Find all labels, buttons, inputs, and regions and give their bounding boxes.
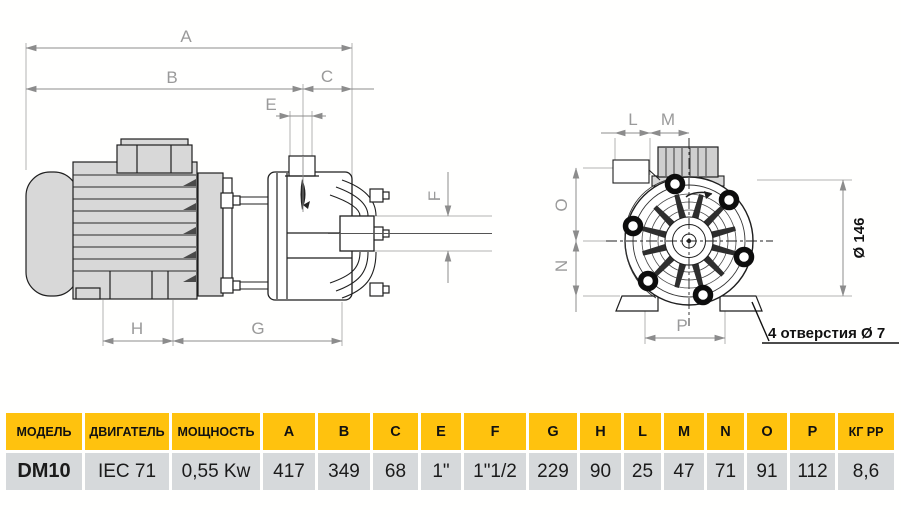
front-dimension-lines <box>572 129 847 342</box>
cell-dim-o: 91 <box>747 453 787 490</box>
holes-note: 4 отверстия Ø 7 <box>751 301 899 344</box>
dim-label-f: F <box>425 191 444 201</box>
header-dim-f: F <box>464 413 526 450</box>
cell-dim-f: 1"1/2 <box>464 453 526 490</box>
header-dim-e: E <box>421 413 461 450</box>
dim-label-c: C <box>321 67 333 86</box>
header-dim-g: G <box>529 413 577 450</box>
header-dim-a: A <box>263 413 315 450</box>
holes-note-text: 4 отверстия Ø 7 <box>768 325 885 342</box>
cell-dim-p: 112 <box>790 453 835 490</box>
cell-dim-n: 71 <box>707 453 744 490</box>
header-power: МОЩНОСТЬ <box>172 413 260 450</box>
flange-bolts <box>622 173 755 306</box>
side-dimension-lines <box>25 44 452 345</box>
centerlines <box>606 138 773 326</box>
dim-label-p: P <box>676 316 687 335</box>
dim-label-e: E <box>265 95 276 114</box>
header-dim-o: O <box>747 413 787 450</box>
cell-model: DM10 <box>6 453 82 490</box>
header-dim-b: B <box>318 413 370 450</box>
header-motor: ДВИГАТЕЛЬ <box>85 413 169 450</box>
spec-value-row: DM10 IEC 71 0,55 Kw 417 349 68 1" 1"1/2 … <box>6 453 894 490</box>
side-view: A B C E F H G <box>25 27 492 346</box>
cell-dim-c: 68 <box>373 453 418 490</box>
dim-label-g: G <box>251 319 264 338</box>
header-dim-c: C <box>373 413 418 450</box>
dim-label-h: H <box>131 319 143 338</box>
header-dim-l: L <box>624 413 661 450</box>
side-pump-body <box>25 138 390 301</box>
diameter-146-label: Ø 146 <box>851 218 868 259</box>
dim-label-m: M <box>661 110 675 129</box>
spec-header-row: МОДЕЛЬ ДВИГАТЕЛЬ МОЩНОСТЬ A B C E F G H … <box>6 413 894 450</box>
dim-label-o: O <box>552 198 571 211</box>
cell-dim-h: 90 <box>580 453 621 490</box>
cell-dim-g: 229 <box>529 453 577 490</box>
dim-label-l: L <box>628 110 637 129</box>
header-model: МОДЕЛЬ <box>6 413 82 450</box>
technical-drawing: A B C E F H G <box>25 27 899 346</box>
front-view: L M O N P Ø 146 <box>552 110 899 344</box>
dim-label-n: N <box>552 260 571 272</box>
dim-label-b: B <box>166 68 177 87</box>
cell-dim-m: 47 <box>664 453 704 490</box>
cell-motor: IEC 71 <box>85 453 169 490</box>
cell-dim-l: 25 <box>624 453 661 490</box>
front-pump-body <box>612 146 763 312</box>
header-dim-n: N <box>707 413 744 450</box>
header-dim-m: M <box>664 413 704 450</box>
cell-dim-a: 417 <box>263 453 315 490</box>
header-dim-h: H <box>580 413 621 450</box>
cell-power: 0,55 Kw <box>172 453 260 490</box>
cell-weight: 8,6 <box>838 453 894 490</box>
dim-label-a: A <box>180 27 192 46</box>
side-extension-lines <box>25 43 492 346</box>
header-weight: КГ РР <box>838 413 894 450</box>
cell-dim-b: 349 <box>318 453 370 490</box>
header-dim-p: P <box>790 413 835 450</box>
cell-dim-e: 1" <box>421 453 461 490</box>
spec-table: МОДЕЛЬ ДВИГАТЕЛЬ МОЩНОСТЬ A B C E F G H … <box>3 410 897 493</box>
